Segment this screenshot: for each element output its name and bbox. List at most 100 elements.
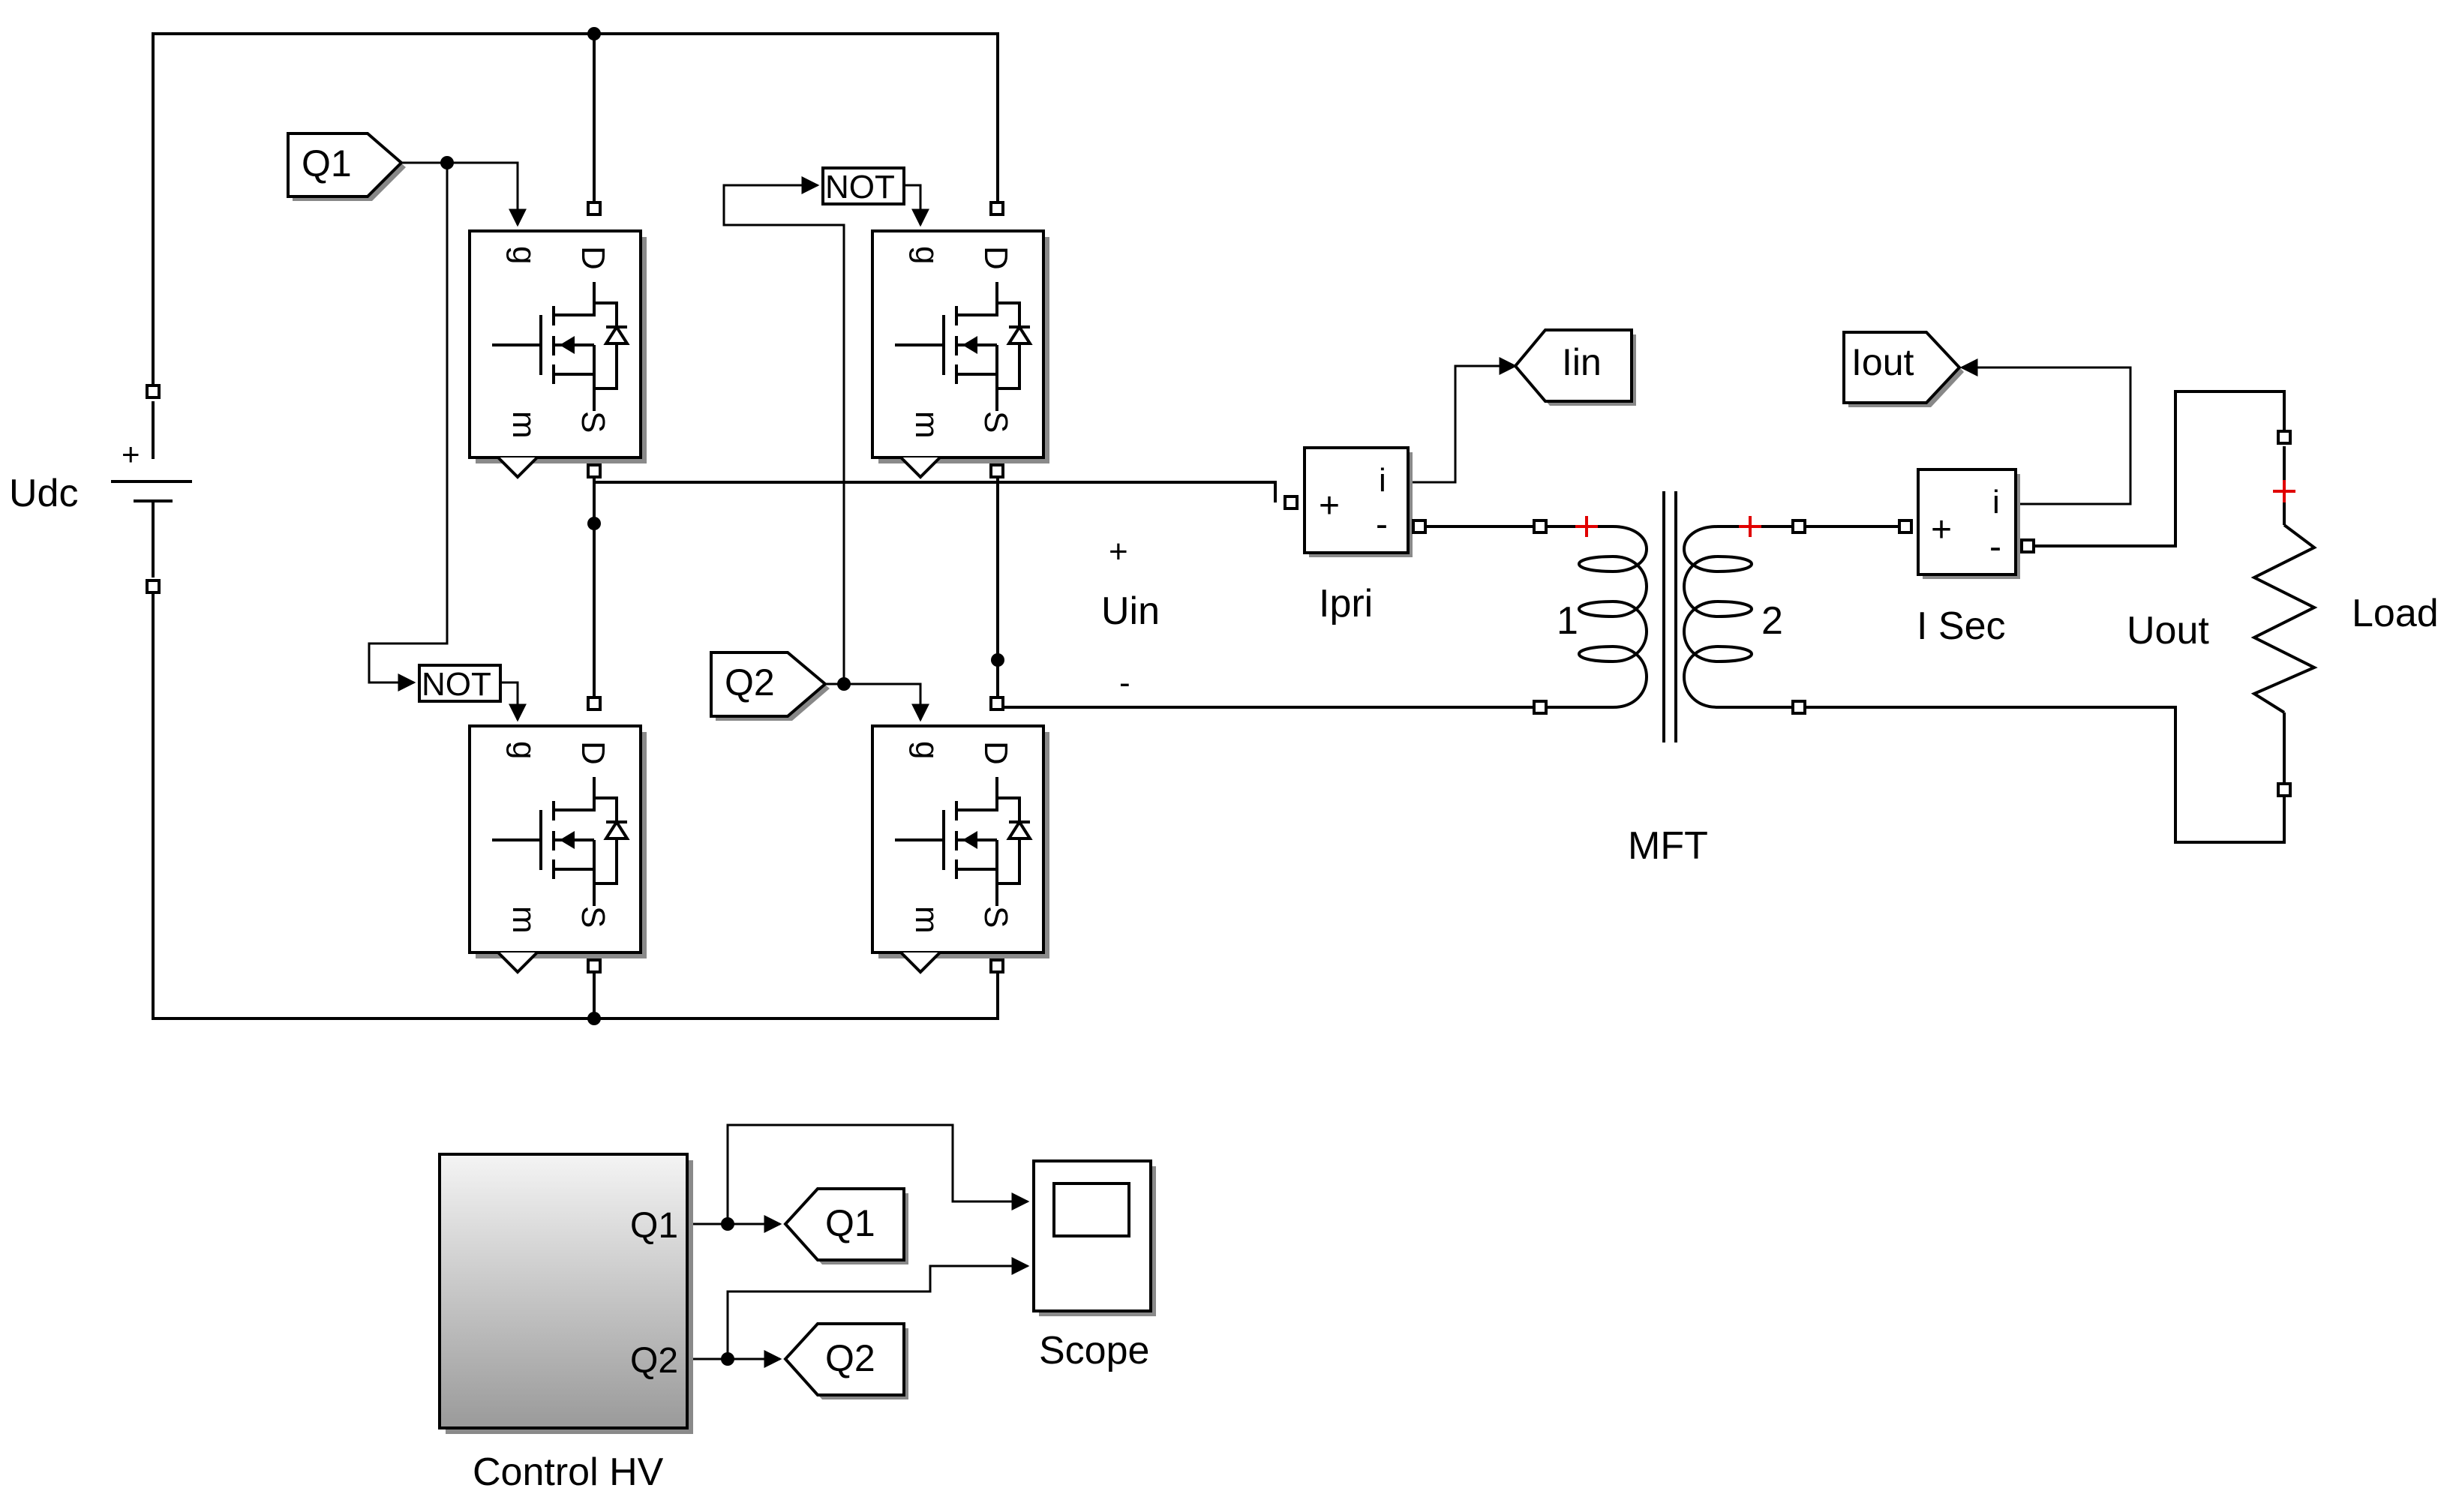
mft-port-p1[interactable] <box>1533 519 1548 534</box>
wire-ctrl-q1-scope <box>726 1124 1030 1224</box>
wire-isec-to-load <box>2028 390 2286 548</box>
control-hv-label: Control HV <box>473 1450 664 1494</box>
wire-mft-to-load-bottom <box>1799 706 2286 844</box>
mft-secondary-number: 2 <box>1761 599 1783 643</box>
ipri-minus: - <box>1376 505 1388 544</box>
wire-leg1-to-ipri <box>594 481 1277 502</box>
mosfet-drain-port[interactable] <box>587 201 602 216</box>
uin-minus: - <box>1119 664 1130 701</box>
wire-q1-to-gate1 <box>401 161 527 227</box>
wires <box>152 32 2286 1368</box>
goto-q1-ctrl[interactable]: Q1 <box>783 1187 908 1264</box>
wire-dc-bottom <box>152 589 999 1020</box>
goto-q2-ctrl-label: Q2 <box>825 1337 875 1379</box>
mft-port-s2[interactable] <box>1791 700 1806 715</box>
mft-port-s1[interactable] <box>1791 519 1806 534</box>
secondary-coil <box>1683 525 1753 709</box>
measure-pin-label: m <box>506 906 542 934</box>
mosfet-drain-port[interactable] <box>587 696 602 711</box>
goto-q1-ctrl-label: Q1 <box>825 1202 875 1244</box>
junction-dot <box>440 156 454 170</box>
wire-ipri-i-to-iin <box>1386 357 1518 484</box>
primary-polarity-mark <box>1575 516 1598 537</box>
isec-port-plus[interactable] <box>1898 519 1913 534</box>
goto-q2-mid[interactable]: Q2 <box>710 651 830 721</box>
junction-dot <box>721 1352 734 1366</box>
battery-plus-label: + <box>122 436 140 472</box>
junction-dot <box>587 27 601 40</box>
source-pin-label: S <box>977 906 1014 928</box>
goto-q1-top[interactable]: Q1 <box>287 132 406 201</box>
mft-transformer[interactable]: 1 2 MFT <box>1533 491 1806 868</box>
mosfet-source-port[interactable] <box>989 464 1004 478</box>
mft-port-p2[interactable] <box>1533 700 1548 715</box>
mosfet-q3[interactable]: g Dm S <box>468 696 647 974</box>
gate-pin-label: g <box>908 741 945 759</box>
junction-dot <box>587 517 601 530</box>
measure-pin-label: m <box>908 411 945 439</box>
not-block-left[interactable]: NOT <box>418 664 502 703</box>
mft-label: MFT <box>1628 824 1708 868</box>
load-polarity-mark <box>2273 480 2295 502</box>
ipri-label: Ipri <box>1319 582 1373 626</box>
drain-pin-label: D <box>977 246 1014 270</box>
from-iin[interactable]: Iin <box>1513 328 1636 406</box>
from-iin-label: Iin <box>1562 341 1602 383</box>
dc-port-bottom[interactable] <box>146 579 161 594</box>
wire-not-left-to-gate3 <box>500 681 527 722</box>
uin-plus: + <box>1109 533 1128 570</box>
not-top-label: NOT <box>825 169 895 206</box>
mosfet-source-port[interactable] <box>587 958 602 974</box>
gate-pin-label: g <box>506 741 542 759</box>
not-block-top[interactable]: NOT <box>821 166 905 206</box>
wire-not-top-to-gate2 <box>904 184 929 227</box>
wire-q1-to-not-left <box>368 163 449 692</box>
wire-isec-i-to-iout <box>1959 358 2132 506</box>
goto-q2-mid-label: Q2 <box>725 662 775 704</box>
ipri-plus: + <box>1319 486 1340 526</box>
scope-screen <box>1052 1182 1130 1238</box>
ipri-meter[interactable]: + i - Ipri <box>1284 446 1427 626</box>
drain-pin-label: D <box>575 246 611 270</box>
scope-block[interactable]: Scope <box>1032 1160 1156 1372</box>
uin-label: Uin <box>1101 590 1160 633</box>
junction-dot <box>721 1217 734 1231</box>
ipri-port-minus[interactable] <box>1412 519 1427 534</box>
isec-plus: + <box>1931 510 1952 550</box>
load-port-top[interactable] <box>2277 430 2292 445</box>
wire-q2-to-not-top <box>722 176 845 684</box>
goto-q2-ctrl[interactable]: Q2 <box>783 1322 908 1400</box>
wire-dc-top <box>152 32 999 392</box>
gate-pin-label: g <box>908 246 945 264</box>
load-label: Load <box>2352 592 2439 635</box>
uout-label: Uout <box>2127 609 2209 652</box>
dc-source[interactable]: + Udc <box>9 384 192 594</box>
mosfet-drain-port[interactable] <box>989 201 1004 216</box>
mosfet-source-port[interactable] <box>587 464 602 478</box>
resistor-zigzag <box>2250 524 2318 714</box>
junction-dot <box>991 653 1004 667</box>
mosfet-source-port[interactable] <box>989 958 1004 974</box>
measure-pin-label: m <box>908 906 945 934</box>
drain-pin-label: D <box>575 741 611 765</box>
wire-q2-to-gate4 <box>825 682 929 722</box>
source-pin-label: S <box>575 411 611 433</box>
dc-port-top[interactable] <box>146 384 161 399</box>
load-port-bottom[interactable] <box>2277 782 2292 797</box>
ipri-port-plus[interactable] <box>1284 495 1299 510</box>
udc-label: Udc <box>9 472 78 515</box>
junctions <box>440 27 1004 1366</box>
isec-meter[interactable]: + i - I Sec <box>1898 468 2035 648</box>
load-resistor[interactable]: Uout Load <box>2127 430 2439 797</box>
mosfet-drain-port[interactable] <box>989 696 1004 711</box>
junction-dot <box>587 1012 601 1025</box>
isec-port-minus[interactable] <box>2020 538 2035 554</box>
source-pin-label: S <box>575 906 611 928</box>
goto-iout[interactable]: Iout <box>1842 331 1964 407</box>
primary-coil <box>1578 525 1648 709</box>
control-hv-subsystem[interactable]: Q1 Q2 Control HV <box>438 1153 693 1494</box>
